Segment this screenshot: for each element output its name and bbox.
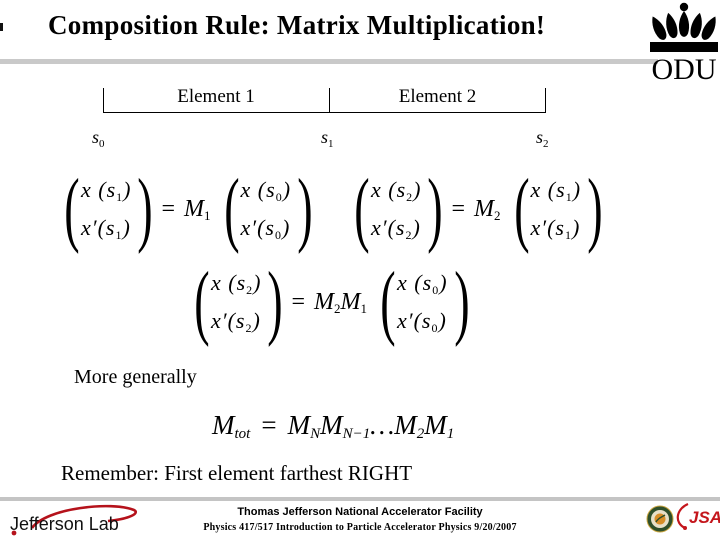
vector-row: x (s1): [81, 177, 132, 205]
vector-row: x′(s1): [81, 215, 131, 243]
vector-row: x′(s2): [371, 215, 421, 243]
matrix-M2: M2: [314, 288, 341, 316]
close-paren: ): [137, 162, 154, 255]
jsa-logo-icon: JSA: [676, 502, 720, 530]
close-paren: ): [427, 162, 444, 255]
doe-seal-icon: [646, 505, 674, 533]
jsa-wordmark: JSA: [689, 508, 720, 527]
equation-general: Mtot = MN MN−1 …M2 M1: [212, 410, 455, 443]
open-paren: (: [380, 255, 396, 348]
equals-matrix: = M2: [451, 195, 501, 223]
element2-label: Element 2: [398, 86, 477, 107]
slide-edge-bullet: [0, 23, 3, 31]
course-line: Physics 417/517 Introduction to Particle…: [203, 522, 517, 533]
open-paren: (: [194, 255, 210, 348]
footer-divider: [0, 497, 720, 501]
vector-row: x′(s2): [211, 308, 261, 336]
open-paren: (: [513, 162, 530, 255]
matrix-M2: M2: [474, 195, 501, 223]
beamline-baseline: [103, 112, 546, 113]
equation-composed: ( x (s2) x′(s2) ) = M2 M1 ( x (s0) x′(s0…: [190, 256, 469, 348]
equation-element1: ( x (s1) x′(s1) ) = M1 ( x (s0) x′(s0) ): [60, 165, 312, 253]
s2-label: s2: [536, 127, 549, 150]
vector-row: x (s1): [530, 177, 582, 205]
vector-row: x (s2): [371, 177, 422, 205]
jefferson-lab-logo: Jefferson Lab: [4, 500, 154, 538]
odu-logo-icon: ODU: [650, 2, 718, 82]
vector-row: x (s0): [397, 270, 448, 298]
vector-row: x′(s0): [240, 215, 291, 243]
beamline-tick-right: [545, 88, 546, 113]
equals-matrix: = M1: [161, 195, 211, 223]
odu-wordmark: ODU: [652, 53, 717, 82]
s1-label: s1: [321, 127, 334, 150]
matrix-MN: MN: [287, 410, 321, 443]
close-paren: ): [453, 255, 470, 348]
equals-matrix-product: = M2 M1: [291, 288, 368, 316]
vector-row: x′(s1): [530, 215, 581, 243]
more-generally-text: More generally: [74, 366, 197, 388]
matrix-M1: M1: [424, 410, 455, 443]
close-paren: ): [297, 162, 313, 255]
title-divider: [0, 59, 658, 64]
open-paren: (: [354, 162, 370, 255]
facility-name: Thomas Jefferson National Accelerator Fa…: [237, 506, 483, 518]
s0-label: s0: [92, 127, 105, 150]
slide-title: Composition Rule: Matrix Multiplication!: [48, 10, 546, 40]
remember-text: Remember: First element farthest RIGHT: [61, 461, 413, 485]
state-vector-s1: x (s1) x′(s1): [81, 177, 131, 241]
matrix-M1: M1: [184, 195, 211, 223]
close-paren: ): [587, 162, 603, 255]
matrix-M1: M1: [340, 288, 368, 316]
close-paren: ): [267, 255, 284, 348]
element1-label: Element 1: [177, 86, 255, 107]
open-paren: (: [64, 162, 80, 255]
jlab-wordmark: Jefferson Lab: [10, 514, 119, 534]
odu-crown-dot: [679, 2, 689, 12]
open-paren: (: [223, 162, 240, 255]
state-vector-s0: x (s0) x′(s0): [397, 270, 447, 334]
state-vector-s2: x (s2) x′(s2): [211, 270, 261, 334]
vector-row: x′(s0): [397, 308, 447, 336]
vector-row: x (s2): [211, 270, 262, 298]
matrix-Mtot: Mtot: [212, 410, 251, 443]
beamline-tick-middle: [329, 88, 330, 113]
equation-element2: ( x (s2) x′(s2) ) = M2 ( x (s1) x′(s1) ): [350, 165, 602, 253]
vector-row: x (s0): [240, 177, 292, 205]
matrix-M2: …M2: [370, 410, 425, 443]
state-vector-s1: x (s1) x′(s1): [531, 177, 581, 241]
state-vector-s2: x (s2) x′(s2): [371, 177, 421, 241]
state-vector-s0: x (s0) x′(s0): [241, 177, 291, 241]
jlab-swoosh-icon: [11, 504, 137, 536]
matrix-MN-1: MN−1: [320, 410, 371, 443]
beamline-tick-left: [103, 88, 104, 113]
